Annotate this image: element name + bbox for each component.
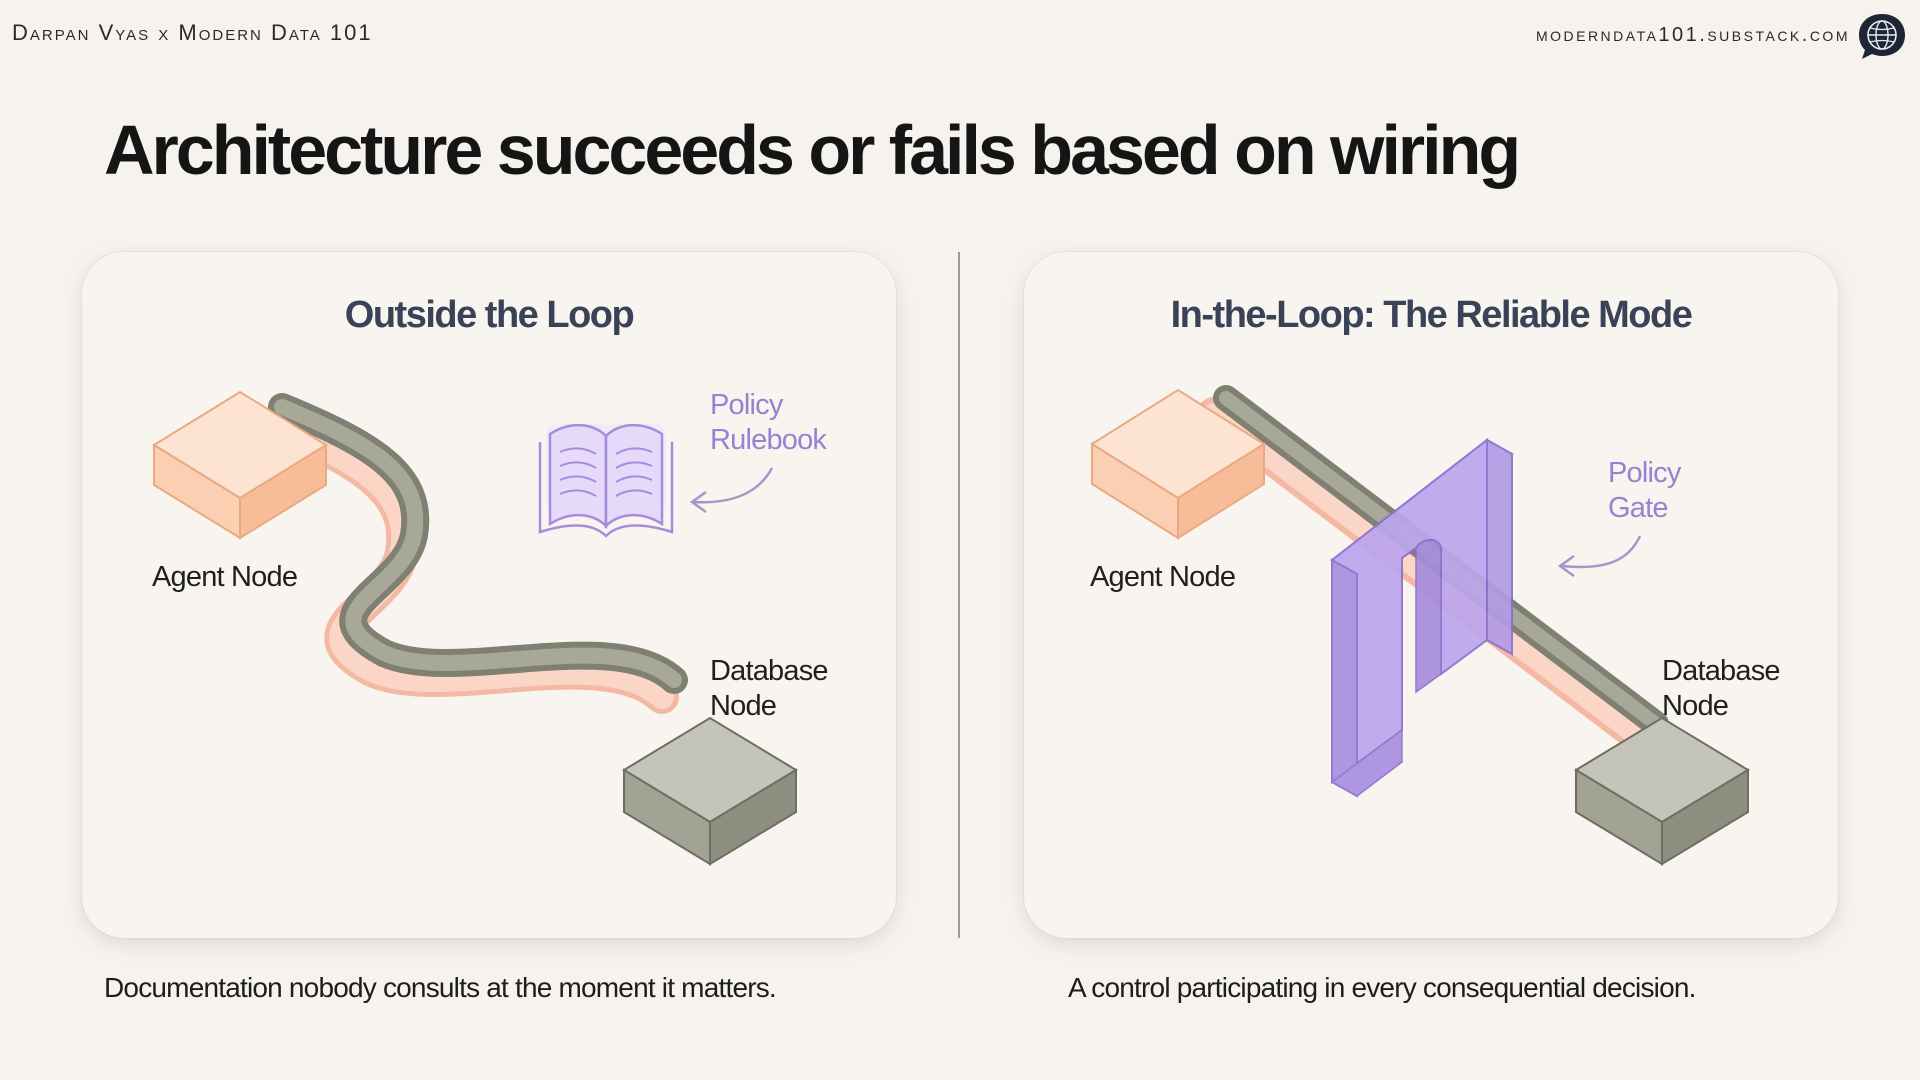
panel-outside-loop: Outside the Loop [82,252,896,938]
database-node-label: Database Node [710,655,829,722]
open-book-icon [538,423,674,538]
panel-title: In-the-Loop: The Reliable Mode [1170,294,1693,336]
page-title: Architecture succeeds or fails based on … [104,111,1521,189]
caption-outside-loop: Documentation nobody consults at the mom… [104,972,777,1003]
database-node-cube [622,716,798,866]
agent-node-cube [1090,388,1266,540]
arrow-icon [689,467,774,514]
in-the-loop-diagram [1090,385,1750,866]
database-node-label: Database Node [1662,655,1781,722]
policy-gate-label: Policy Gate [1608,457,1681,524]
database-node-cube [1574,716,1750,866]
globe-chat-icon [1859,14,1905,59]
gate-arch-icon [1330,437,1514,798]
agent-node-label: Agent Node [152,561,298,593]
panel-divider [958,252,960,938]
arrow-icon [1557,535,1642,578]
panel-title: Outside the Loop [344,294,635,336]
panel-in-the-loop: In-the-Loop: The Reliable Mode [1024,252,1838,938]
agent-node-label: Agent Node [1090,561,1236,593]
header-url-link[interactable]: moderndata101.substack.com [1535,24,1850,46]
outside-loop-diagram [152,390,798,866]
caption-in-the-loop: A control participating in every consequ… [1068,972,1696,1003]
agent-node-cube [152,390,328,540]
header-attribution: Darpan Vyas x Modern Data 101 [12,20,373,45]
policy-rulebook-label: Policy Rulebook [710,389,827,456]
